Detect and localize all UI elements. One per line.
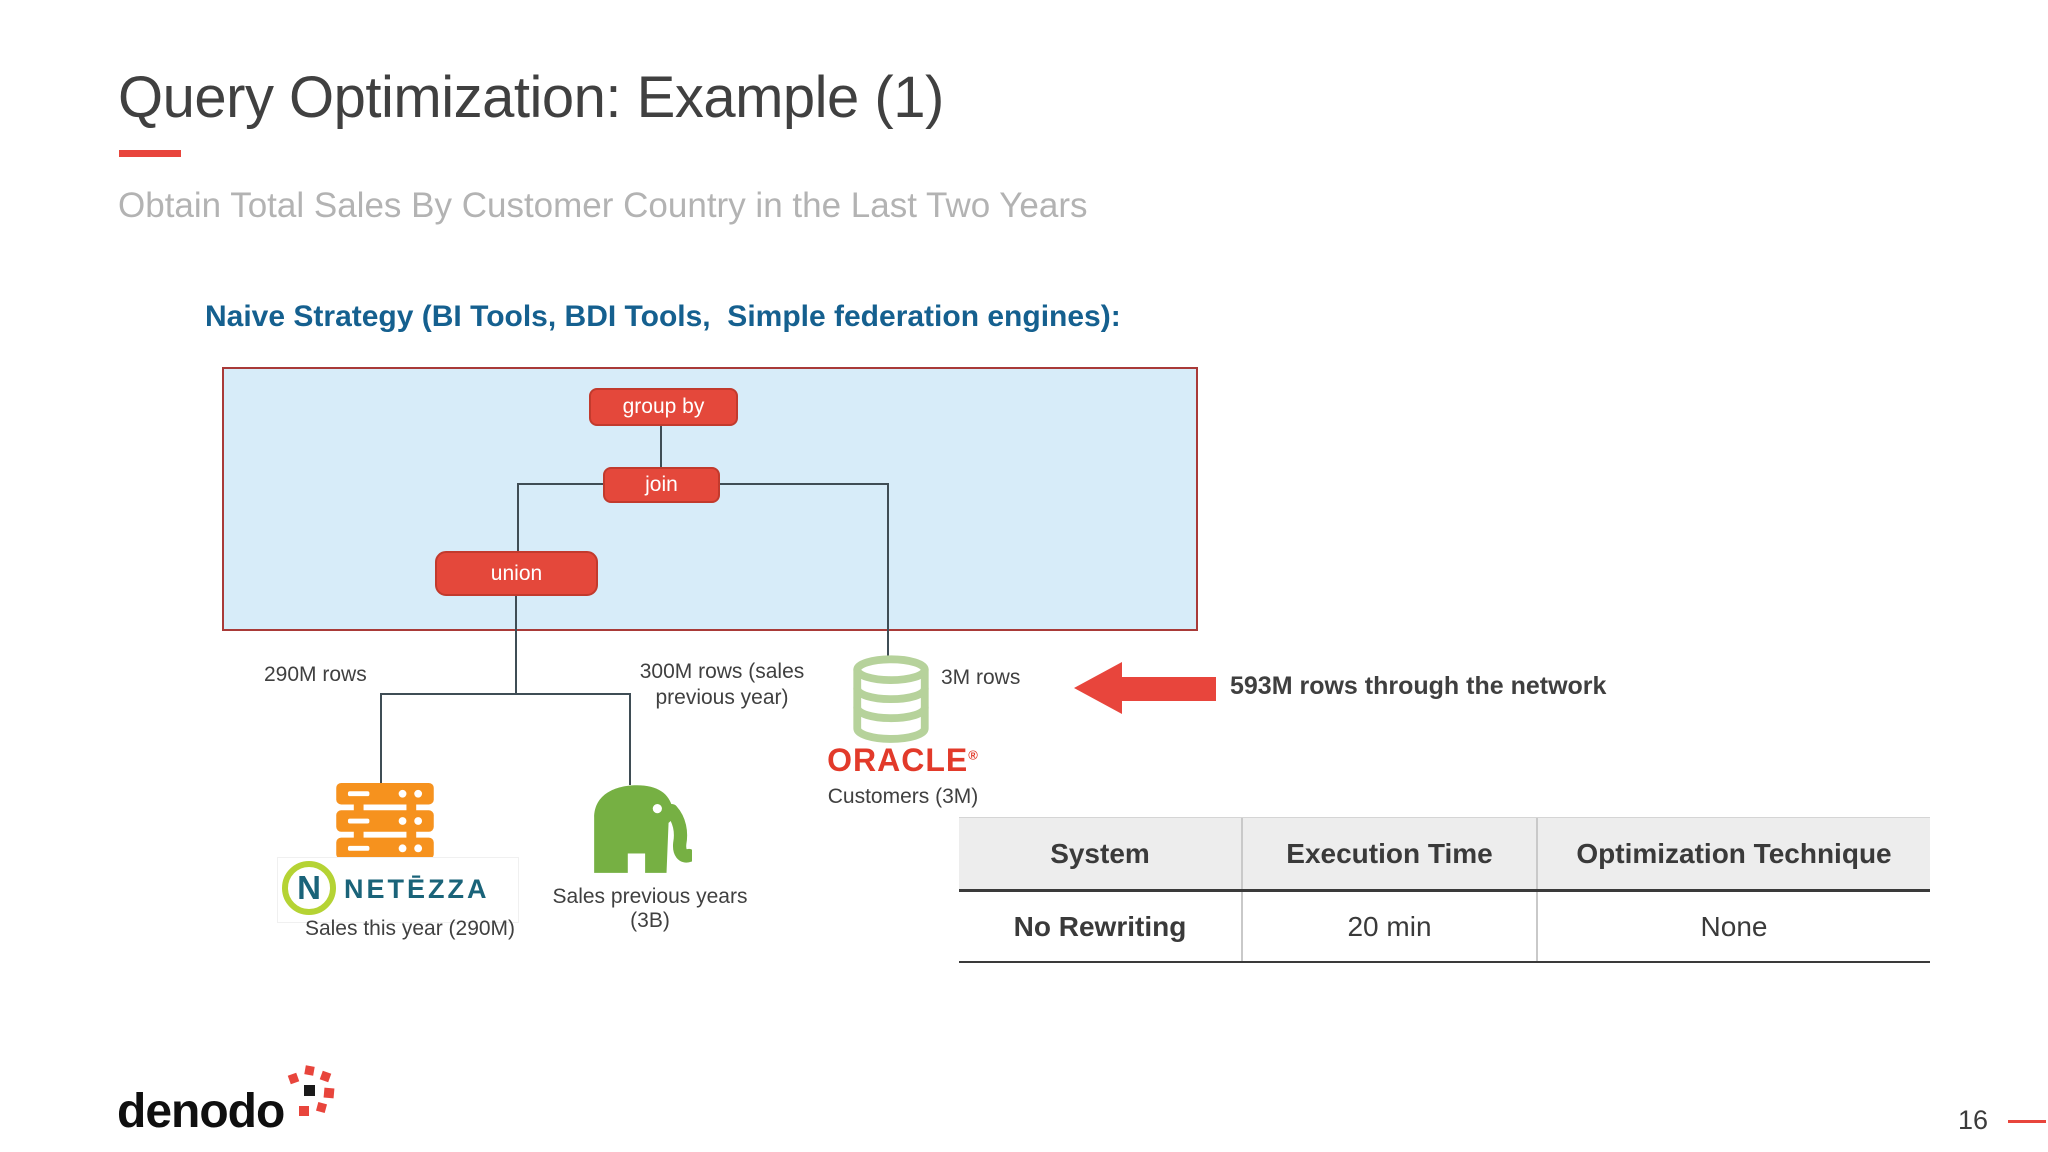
header-system: System [959, 818, 1243, 889]
oracle-logo-text: ORACLE [827, 742, 969, 778]
edge-join-left-h [517, 483, 603, 485]
oracle-registered-mark: ® [968, 747, 979, 763]
network-rows-callout: 593M rows through the network [1230, 672, 1607, 700]
cell-system-value: No Rewriting [959, 892, 1243, 961]
network-arrow-shaft [1120, 677, 1216, 701]
denodo-dot [319, 1070, 332, 1083]
denodo-dot [323, 1087, 335, 1099]
page-number: 16 [1958, 1105, 1989, 1135]
netezza-table-label: Sales this year (290M) [304, 917, 516, 940]
header-optimization-technique: Optimization Technique [1576, 837, 1892, 869]
netezza-server-icon [336, 783, 434, 860]
node-union: union [435, 551, 598, 596]
hadoop-elephant-icon [594, 785, 692, 875]
oracle-database-icon [853, 655, 929, 743]
edge-hadoop-v [629, 693, 631, 785]
cell-optimization-value: None [1700, 910, 1768, 942]
netezza-n-badge: N [282, 861, 336, 915]
title-accent-underline [119, 150, 181, 157]
hadoop-table-label: Sales previous years (3B) [552, 885, 748, 932]
denodo-logo-dots-icon [284, 1065, 336, 1118]
denodo-dot [299, 1106, 309, 1116]
page-subtitle: Obtain Total Sales By Customer Country i… [118, 186, 1088, 225]
page-number-accent-line [2008, 1120, 2046, 1123]
edge-join-oracle-v [887, 483, 889, 658]
label-290m-rows: 290M rows [264, 663, 367, 686]
denodo-dot [304, 1065, 315, 1076]
edge-join-right-h [720, 483, 889, 485]
cell-execution-time-value: 20 min [1243, 892, 1538, 961]
denodo-dot-center [304, 1085, 315, 1096]
denodo-dot [315, 1101, 328, 1114]
edge-union-down-v [515, 596, 517, 693]
edge-groupby-join [660, 426, 662, 467]
label-3m-rows: 3M rows [941, 666, 1021, 689]
label-300m-rows: 300M rows (sales previous year) [639, 660, 805, 709]
denodo-dot [287, 1072, 300, 1085]
oracle-logo: ORACLE® [808, 742, 998, 779]
results-table-header-row: System Execution Time Optimization Techn… [959, 817, 1930, 892]
network-arrow-icon [1074, 662, 1122, 714]
node-join: join [603, 467, 720, 503]
page-title: Query Optimization: Example (1) [118, 65, 944, 130]
netezza-logo-text: NETĒZZA [344, 874, 490, 904]
edge-union-split-h [380, 693, 631, 695]
node-group-by: group by [589, 388, 738, 426]
results-table: System Execution Time Optimization Techn… [959, 817, 1930, 963]
edge-netezza-v [380, 693, 382, 785]
header-execution-time: Execution Time [1243, 818, 1538, 889]
results-table-row: No Rewriting 20 min None [959, 892, 1930, 963]
denodo-logo-text: denodo [117, 1085, 285, 1138]
oracle-table-label: Customers (3M) [827, 785, 979, 808]
strategy-heading: Naive Strategy (BI Tools, BDI Tools, Sim… [205, 300, 1121, 333]
edge-join-union-v [517, 483, 519, 551]
